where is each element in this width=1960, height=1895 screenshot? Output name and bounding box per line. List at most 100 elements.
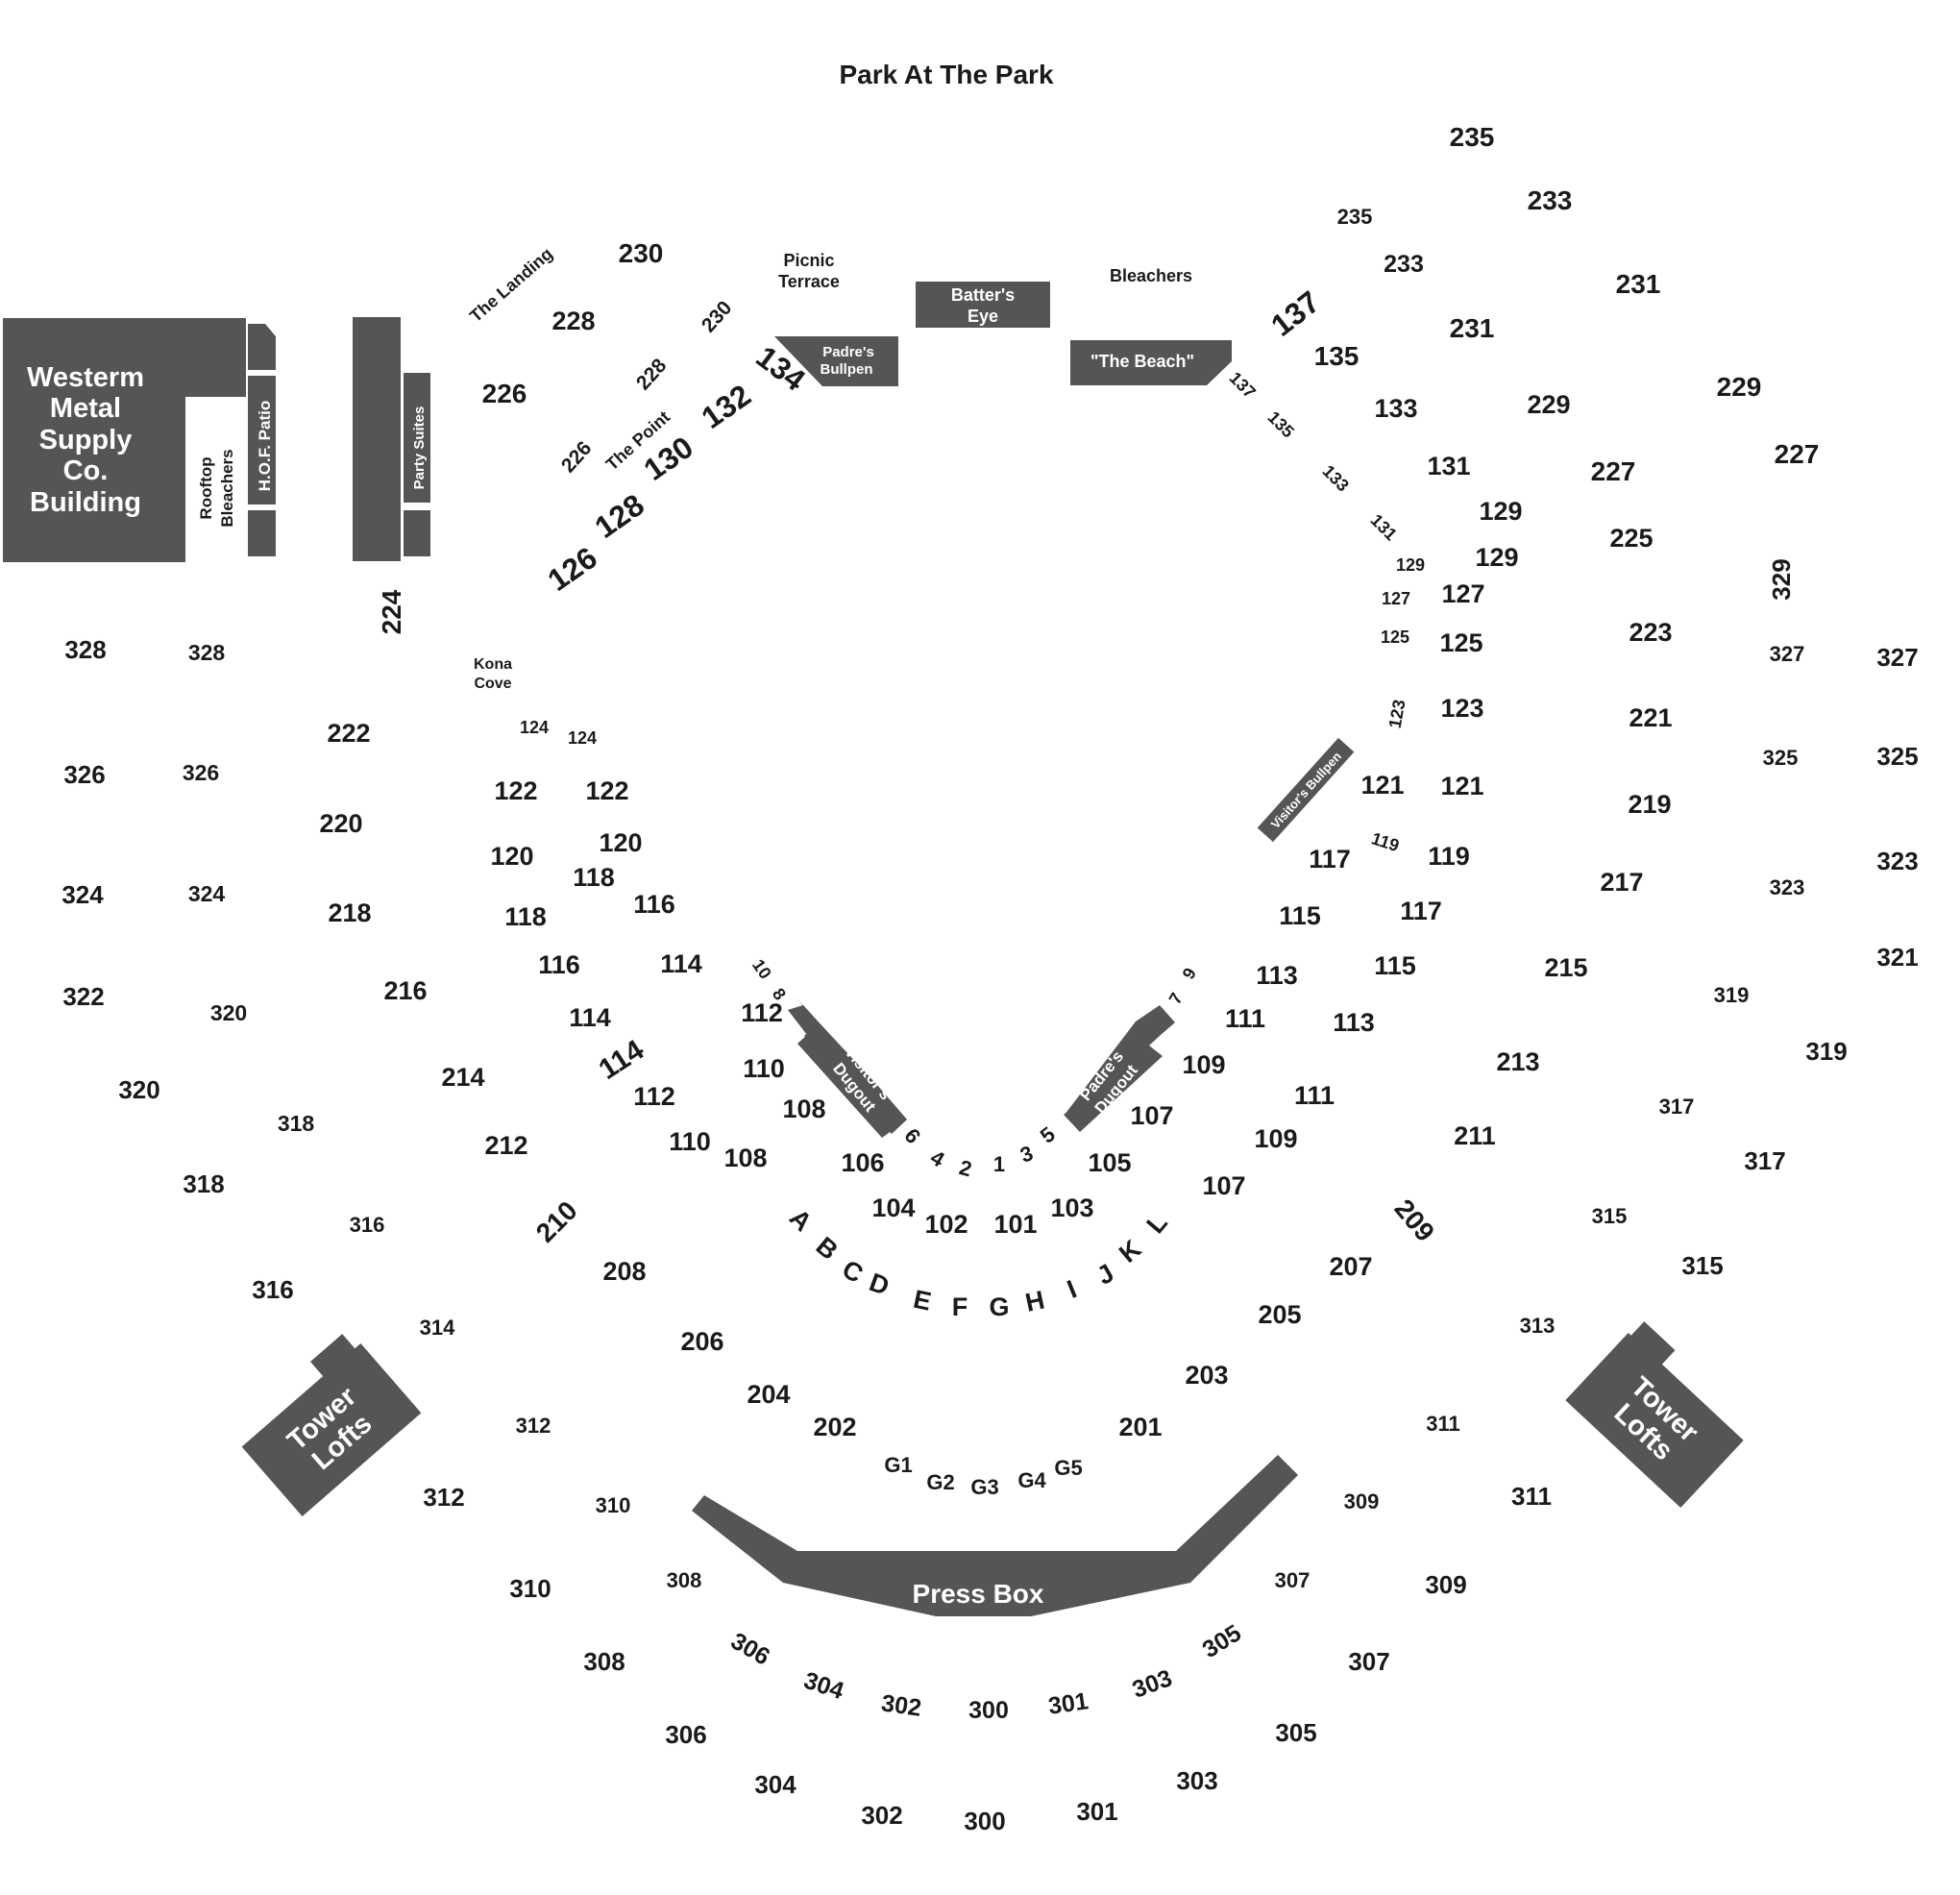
section-204[interactable]: 204 bbox=[747, 1380, 790, 1409]
section-118[interactable]: 118 bbox=[504, 902, 547, 931]
section-324[interactable]: 324 bbox=[61, 880, 104, 909]
section-119[interactable]: 119 bbox=[1369, 828, 1402, 855]
section-214[interactable]: 214 bbox=[441, 1063, 484, 1092]
section-4[interactable]: 4 bbox=[926, 1145, 949, 1172]
section-320[interactable]: 320 bbox=[210, 1000, 247, 1025]
section-235[interactable]: 235 bbox=[1450, 122, 1495, 152]
section-313[interactable]: 313 bbox=[1520, 1314, 1556, 1338]
section-114[interactable]: 114 bbox=[594, 1034, 650, 1086]
section-10[interactable]: 10 bbox=[748, 956, 775, 983]
section-133[interactable]: 133 bbox=[1374, 394, 1417, 423]
section-205[interactable]: 205 bbox=[1258, 1300, 1301, 1329]
section-101[interactable]: 101 bbox=[993, 1210, 1037, 1239]
section-321[interactable]: 321 bbox=[1876, 943, 1918, 972]
visitors-bullpen[interactable]: Visitor's Bullpen bbox=[1257, 737, 1355, 843]
section-230[interactable]: 230 bbox=[698, 297, 737, 336]
section-l[interactable]: L bbox=[1140, 1208, 1173, 1239]
section-215[interactable]: 215 bbox=[1544, 953, 1587, 982]
section-119[interactable]: 119 bbox=[1428, 842, 1470, 871]
section-229[interactable]: 229 bbox=[1717, 372, 1762, 402]
section-109[interactable]: 109 bbox=[1254, 1124, 1297, 1153]
section-220[interactable]: 220 bbox=[319, 809, 362, 838]
section-105[interactable]: 105 bbox=[1088, 1148, 1131, 1177]
section-316[interactable]: 316 bbox=[350, 1213, 385, 1237]
section-314[interactable]: 314 bbox=[420, 1316, 455, 1340]
section-300[interactable]: 300 bbox=[968, 1697, 1009, 1724]
section-122[interactable]: 122 bbox=[494, 776, 537, 805]
section-231[interactable]: 231 bbox=[1616, 269, 1661, 299]
section-306[interactable]: 306 bbox=[665, 1720, 706, 1749]
section-310[interactable]: 310 bbox=[509, 1574, 551, 1603]
section-327[interactable]: 327 bbox=[1770, 642, 1805, 666]
section-304[interactable]: 304 bbox=[754, 1770, 796, 1799]
section-315[interactable]: 315 bbox=[1681, 1251, 1723, 1280]
section-322[interactable]: 322 bbox=[62, 982, 104, 1011]
section-307[interactable]: 307 bbox=[1275, 1568, 1311, 1592]
section-328[interactable]: 328 bbox=[188, 640, 226, 665]
section-135[interactable]: 135 bbox=[1314, 341, 1360, 371]
section-116[interactable]: 116 bbox=[633, 890, 675, 919]
section-125[interactable]: 125 bbox=[1381, 628, 1409, 647]
section-113[interactable]: 113 bbox=[1333, 1008, 1375, 1037]
section-307[interactable]: 307 bbox=[1348, 1647, 1389, 1676]
section-123[interactable]: 123 bbox=[1385, 698, 1409, 729]
section-228[interactable]: 228 bbox=[551, 307, 595, 335]
section-131[interactable]: 131 bbox=[1367, 510, 1401, 544]
section-228[interactable]: 228 bbox=[632, 355, 672, 395]
section-114[interactable]: 114 bbox=[569, 1003, 611, 1032]
section-325[interactable]: 325 bbox=[1876, 742, 1918, 771]
section-209[interactable]: 209 bbox=[1388, 1194, 1440, 1247]
section-137[interactable]: 137 bbox=[1226, 368, 1260, 402]
section-213[interactable]: 213 bbox=[1496, 1047, 1539, 1076]
section-226[interactable]: 226 bbox=[482, 379, 527, 408]
section-320[interactable]: 320 bbox=[118, 1075, 159, 1104]
section-302[interactable]: 302 bbox=[880, 1689, 923, 1722]
section-302[interactable]: 302 bbox=[861, 1801, 902, 1830]
section-301[interactable]: 301 bbox=[1046, 1687, 1090, 1720]
section-108[interactable]: 108 bbox=[723, 1144, 767, 1172]
section-210[interactable]: 210 bbox=[530, 1195, 583, 1248]
section-g2[interactable]: G2 bbox=[926, 1470, 954, 1494]
section-133[interactable]: 133 bbox=[1319, 461, 1353, 495]
section-135[interactable]: 135 bbox=[1264, 407, 1298, 441]
section-115[interactable]: 115 bbox=[1374, 951, 1416, 980]
section-126[interactable]: 126 bbox=[541, 540, 602, 598]
section-a[interactable]: A bbox=[784, 1203, 818, 1237]
section-326[interactable]: 326 bbox=[63, 760, 105, 789]
section-323[interactable]: 323 bbox=[1770, 875, 1805, 899]
section-311[interactable]: 311 bbox=[1511, 1482, 1552, 1511]
section-318[interactable]: 318 bbox=[278, 1111, 315, 1136]
section-202[interactable]: 202 bbox=[813, 1413, 856, 1441]
section-108[interactable]: 108 bbox=[782, 1095, 825, 1123]
section-c[interactable]: C bbox=[838, 1254, 869, 1289]
section-315[interactable]: 315 bbox=[1592, 1204, 1628, 1228]
section-312[interactable]: 312 bbox=[423, 1483, 464, 1512]
section-112[interactable]: 112 bbox=[741, 998, 783, 1027]
section-f[interactable]: F bbox=[952, 1292, 968, 1321]
section-117[interactable]: 117 bbox=[1309, 845, 1351, 874]
section-327[interactable]: 327 bbox=[1876, 643, 1918, 672]
section-309[interactable]: 309 bbox=[1344, 1489, 1380, 1514]
section-317[interactable]: 317 bbox=[1659, 1095, 1695, 1119]
section-116[interactable]: 116 bbox=[538, 950, 580, 979]
section-118[interactable]: 118 bbox=[573, 863, 615, 892]
section-222[interactable]: 222 bbox=[327, 719, 370, 748]
section-206[interactable]: 206 bbox=[680, 1327, 723, 1356]
section-g4[interactable]: G4 bbox=[1017, 1468, 1046, 1492]
section-137[interactable]: 137 bbox=[1264, 284, 1326, 343]
section-g5[interactable]: G5 bbox=[1054, 1456, 1082, 1480]
section-312[interactable]: 312 bbox=[516, 1414, 551, 1438]
section-225[interactable]: 225 bbox=[1609, 524, 1653, 553]
section-106[interactable]: 106 bbox=[841, 1148, 884, 1177]
section-311[interactable]: 311 bbox=[1426, 1412, 1460, 1436]
section-103[interactable]: 103 bbox=[1050, 1194, 1093, 1222]
section-224[interactable]: 224 bbox=[377, 589, 406, 634]
section-k[interactable]: K bbox=[1114, 1234, 1147, 1268]
batters-eye[interactable]: Batter's Eye bbox=[916, 282, 1050, 328]
section-207[interactable]: 207 bbox=[1329, 1252, 1372, 1281]
section-111[interactable]: 111 bbox=[1294, 1081, 1335, 1110]
section-114[interactable]: 114 bbox=[660, 949, 702, 978]
section-216[interactable]: 216 bbox=[383, 976, 427, 1005]
section-121[interactable]: 121 bbox=[1360, 771, 1404, 800]
section-219[interactable]: 219 bbox=[1628, 790, 1671, 819]
